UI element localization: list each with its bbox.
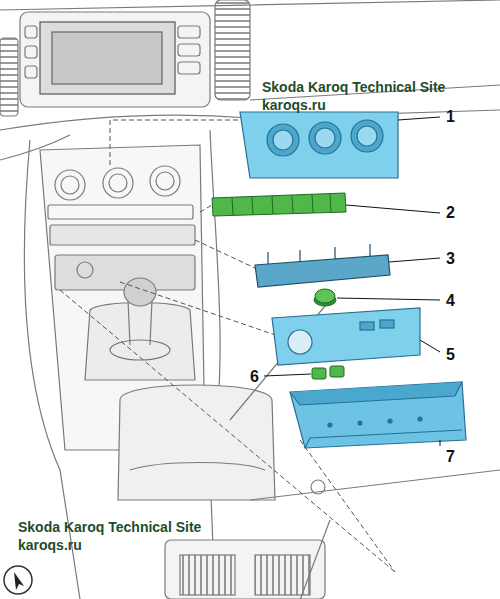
watermark: karoqs.ru [18,538,82,553]
callout-number: 3 [446,250,455,268]
callout-number: 2 [446,204,455,222]
watermark: karoqs.ru [262,98,326,113]
callout-number: 1 [446,108,455,126]
callout-number: 4 [446,292,455,310]
callout-number: 6 [250,368,259,386]
callout-number: 7 [446,448,455,466]
watermark: Skoda Karoq Technical Site [262,80,445,95]
callout-number: 5 [446,346,455,364]
watermark: Skoda Karoq Technical Site [18,520,201,535]
